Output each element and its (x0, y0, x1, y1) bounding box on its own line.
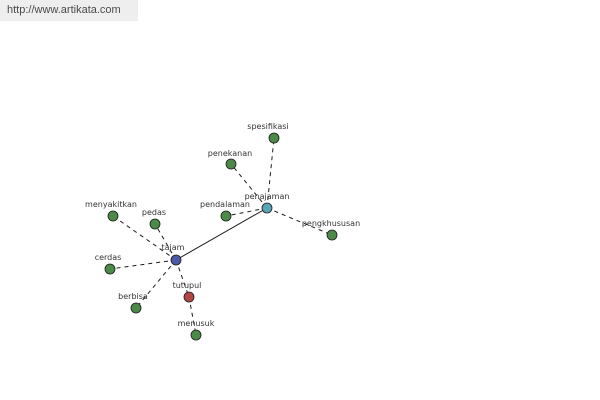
node-label-berbisa[interactable]: berbisa (118, 292, 148, 301)
nodes-layer (104, 132, 338, 341)
node-label-menusuk[interactable]: menusuk (178, 319, 215, 328)
node-label-pendalaman[interactable]: pendalaman (200, 200, 250, 209)
node-label-spesifikasi[interactable]: spesifikasi (247, 122, 288, 131)
node-label-tajam[interactable]: tajam (162, 243, 185, 252)
node-pendalaman[interactable] (220, 210, 232, 222)
edge-penajaman-pendalaman (225, 207, 268, 217)
node-tajam[interactable] (170, 254, 182, 266)
site-header-bar: http://www.artikata.com (0, 0, 138, 21)
site-url-link[interactable]: http://www.artikata.com (7, 4, 121, 16)
node-cerdas[interactable] (104, 263, 116, 275)
edge-tajam-berbisa (135, 259, 177, 309)
node-pengkhususan[interactable] (326, 229, 338, 241)
node-penajaman[interactable] (261, 202, 273, 214)
node-label-menyakitkan[interactable]: menyakitkan (85, 200, 137, 209)
node-penekanan[interactable] (225, 158, 237, 170)
edge-tajam-tutupul (175, 259, 190, 298)
node-label-cerdas[interactable]: cerdas (95, 253, 122, 262)
edge-tutupul-menusuk (188, 296, 197, 336)
labels-layer: tajam penajaman tutupul menyakitkan pedas cer… (85, 122, 360, 328)
edge-tajam-pedas (154, 223, 177, 261)
node-tutupul[interactable] (183, 291, 195, 303)
node-menyakitkan[interactable] (107, 210, 119, 222)
node-label-penekanan[interactable]: penekanan (208, 149, 252, 158)
node-spesifikasi[interactable] (268, 132, 280, 144)
node-label-pedas[interactable]: pedas (142, 208, 166, 217)
node-label-tutupul[interactable]: tutupul (173, 281, 202, 290)
node-pedas[interactable] (149, 218, 161, 230)
edge-penajaman-pengkhususan (266, 207, 333, 236)
node-label-penajaman[interactable]: penajaman (245, 192, 290, 201)
edge-penajaman-penekanan (230, 163, 268, 209)
edge-penajaman-spesifikasi (266, 137, 275, 209)
edges-layer (109, 137, 333, 336)
edge-tajam-cerdas (109, 259, 177, 270)
edge-tajam-penajaman (175, 207, 268, 261)
node-menusuk[interactable] (190, 329, 202, 341)
edge-tajam-menyakitkan (112, 215, 177, 261)
node-label-pengkhususan[interactable]: pengkhususan (302, 219, 360, 228)
node-berbisa[interactable] (130, 302, 142, 314)
